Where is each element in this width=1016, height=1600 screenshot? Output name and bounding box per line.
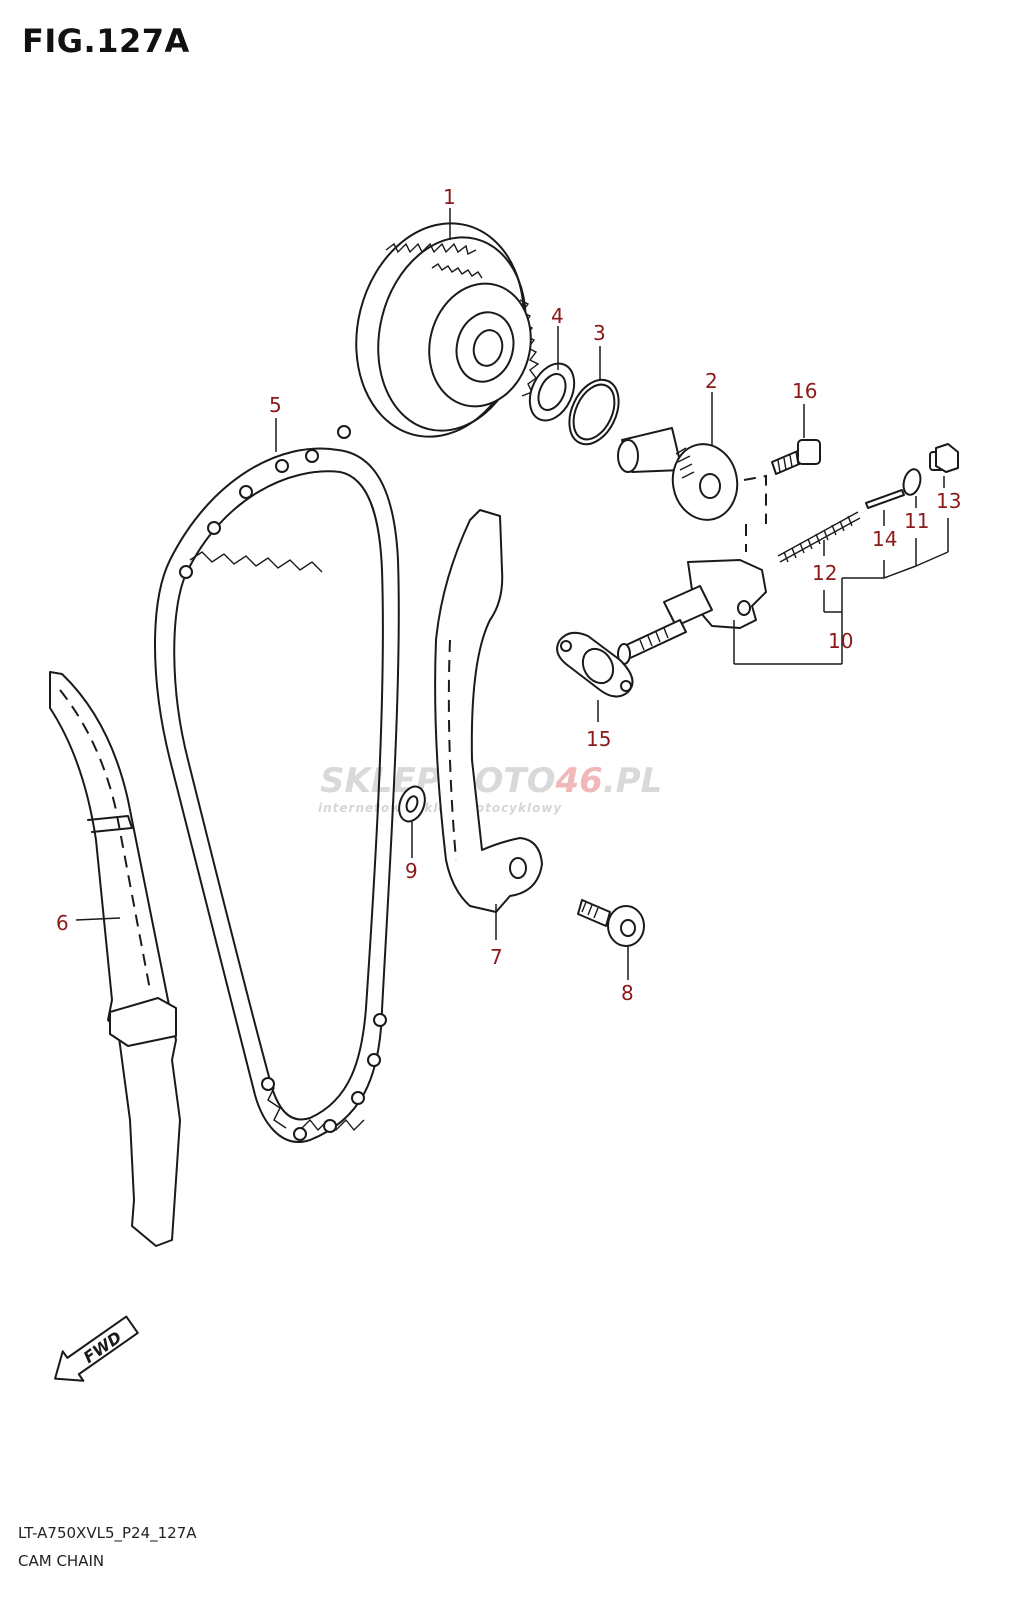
callout-16: 16 [792, 379, 817, 403]
pin-14 [865, 489, 905, 509]
callout-11: 11 [904, 509, 929, 533]
callout-9: 9 [405, 859, 418, 883]
footer-diagram-code: LT-A750XVL5_P24_127A [18, 1524, 197, 1542]
callout-6: 6 [56, 911, 69, 935]
callout-14: 14 [872, 527, 897, 551]
callout-12: 12 [812, 561, 837, 585]
callout-15: 15 [586, 727, 611, 751]
chain-guide-7 [434, 509, 543, 913]
o-ring-3 [568, 378, 620, 446]
bolt-16 [771, 439, 821, 475]
watermark-brand-c: 46 [555, 761, 603, 801]
watermark: SKLEPMOTO46.PL internetowy sklep motocyk… [318, 761, 662, 815]
watermark-brand-d: .PL [603, 761, 663, 801]
gasket-11 [902, 468, 922, 496]
callout-labels: 1 2 3 4 5 6 7 8 9 10 11 12 13 14 15 16 [56, 185, 961, 1005]
leader-lines [75, 208, 949, 980]
gasket-15 [556, 631, 634, 698]
cam-chain [154, 425, 400, 1143]
callout-3: 3 [593, 321, 606, 345]
callout-7: 7 [490, 945, 503, 969]
fwd-arrow-icon: FWD [54, 1315, 139, 1382]
callout-8: 8 [621, 981, 634, 1005]
washer-9 [398, 785, 426, 823]
pivot-bolt-8 [577, 899, 645, 947]
callout-10: 10 [828, 629, 853, 653]
callout-1: 1 [443, 185, 456, 209]
cam-drive-gear [355, 222, 540, 438]
figure-title: FIG.127A [22, 22, 190, 60]
callout-5: 5 [269, 393, 282, 417]
chain-guide-6 [49, 671, 181, 1247]
idler-shaft [617, 427, 739, 521]
footer-diagram-name: CAM CHAIN [18, 1552, 105, 1570]
callout-2: 2 [705, 369, 718, 393]
washer-4 [528, 362, 576, 422]
callout-13: 13 [936, 489, 961, 513]
tensioner-assembly [617, 559, 767, 665]
spring-12 [777, 511, 861, 563]
callout-4: 4 [551, 304, 564, 328]
svg-text:SKLEPMOTO46.PL: SKLEPMOTO46.PL [320, 761, 662, 801]
plug-bolt-13 [929, 443, 959, 473]
